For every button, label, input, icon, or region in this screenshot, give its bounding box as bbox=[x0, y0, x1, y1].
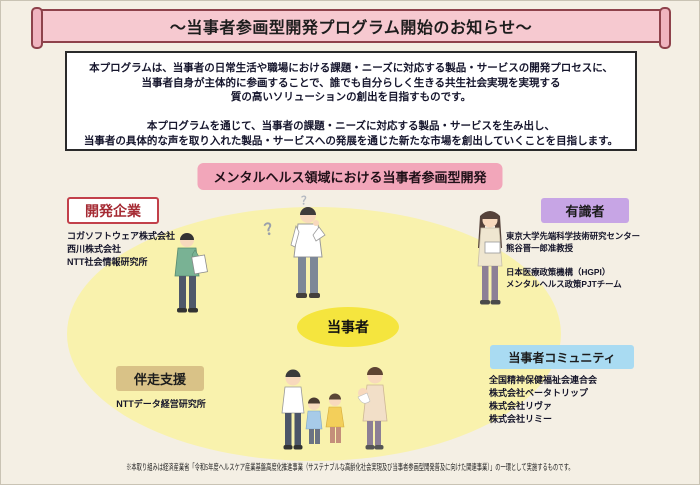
scroll-end-right-decoration bbox=[659, 7, 671, 49]
expert-woman-illustration bbox=[477, 211, 503, 305]
footnote-container: ※本取り組みは経済産業省「令和5年度ヘルスケア産業基盤高度化推進事業（サステナブ… bbox=[1, 461, 699, 473]
intro-line: 本プログラムは、当事者の日常生活や職場における課題・ニーズに対応する製品・サービ… bbox=[89, 62, 613, 74]
community-list: 全国精神保健福祉会連合会 株式会社ベータトリップ 株式会社リヴァ 株式会社リミー bbox=[489, 374, 597, 426]
dev-companies-list: コガソフトウェア株式会社 西川株式会社 NTT社会情報研究所 bbox=[67, 230, 175, 269]
member-name: 全国精神保健福祉会連合会 bbox=[489, 375, 598, 385]
member-name: 東京大学先端科学技術研究センター bbox=[506, 231, 640, 241]
member-name: 日本医療政策機構（HGPI） bbox=[506, 267, 611, 277]
intro-line: 当事者の具体的な声を取り入れた製品・サービスへの発展を通じた新たな市場を創出して… bbox=[83, 134, 619, 147]
page-title: 〜当事者参画型開発プログラム開始のお知らせ〜 bbox=[169, 20, 533, 37]
scroll-end-left-decoration bbox=[31, 7, 43, 49]
question-mark: ？ bbox=[301, 195, 312, 207]
group-label-experts: 有識者 bbox=[541, 198, 629, 223]
member-name: 西川株式会社 bbox=[67, 244, 122, 254]
member-name: 熊谷晋一郎准教授 bbox=[506, 243, 573, 253]
member-name: NTTデータ経営研究所 bbox=[116, 399, 206, 409]
intro-line: 本プログラムを通じて、当事者の課題・ニーズに対応する製品・サービスを生み出し、 bbox=[146, 120, 556, 132]
footnote-text: ※本取り組みは経済産業省「令和5年度ヘルスケア産業基盤高度化推進事業（サステナブ… bbox=[126, 462, 574, 472]
support-list: NTTデータ経営研究所 bbox=[103, 398, 219, 411]
group-label-support: 伴走支援 bbox=[116, 366, 204, 391]
developer-with-clipboard-illustration bbox=[174, 233, 208, 313]
program-description-box: 本プログラムは、当事者の日常生活や職場における課題・ニーズに対応する製品・サービ… bbox=[65, 51, 637, 151]
section-title-badge: メンタルヘルス領域における当事者参画型開発 bbox=[197, 163, 503, 190]
member-name: NTT社会情報研究所 bbox=[67, 257, 148, 267]
member-name: 株式会社リヴァ bbox=[489, 401, 553, 411]
member-name: 株式会社リミー bbox=[489, 414, 553, 424]
center-entity-tojisha: 当事者 bbox=[297, 307, 399, 347]
experts-list: 東京大学先端科学技術研究センター 熊谷晋一郎准教授 日本医療政策機構（HGPI）… bbox=[506, 230, 640, 290]
member-name: 株式会社ベータトリップ bbox=[489, 388, 589, 398]
group-label-dev-companies: 開発企業 bbox=[67, 197, 159, 224]
group-label-community: 当事者コミュニティ bbox=[490, 345, 634, 369]
family-group-illustration bbox=[281, 367, 388, 450]
member-name: コガソフトウェア株式会社 bbox=[67, 231, 176, 241]
thinking-person-illustration bbox=[290, 207, 326, 298]
member-name bbox=[506, 254, 640, 266]
title-banner: 〜当事者参画型開発プログラム開始のお知らせ〜 bbox=[31, 7, 671, 49]
intro-line: 質の高いソリューションの創出を目指すものです。 bbox=[230, 91, 472, 103]
member-name: メンタルヘルス政策PJTチーム bbox=[506, 279, 622, 289]
intro-line: 当事者自身が主体的に参画することで、誰でも自分らしく生きる共生社会実現を実現する bbox=[141, 76, 561, 89]
